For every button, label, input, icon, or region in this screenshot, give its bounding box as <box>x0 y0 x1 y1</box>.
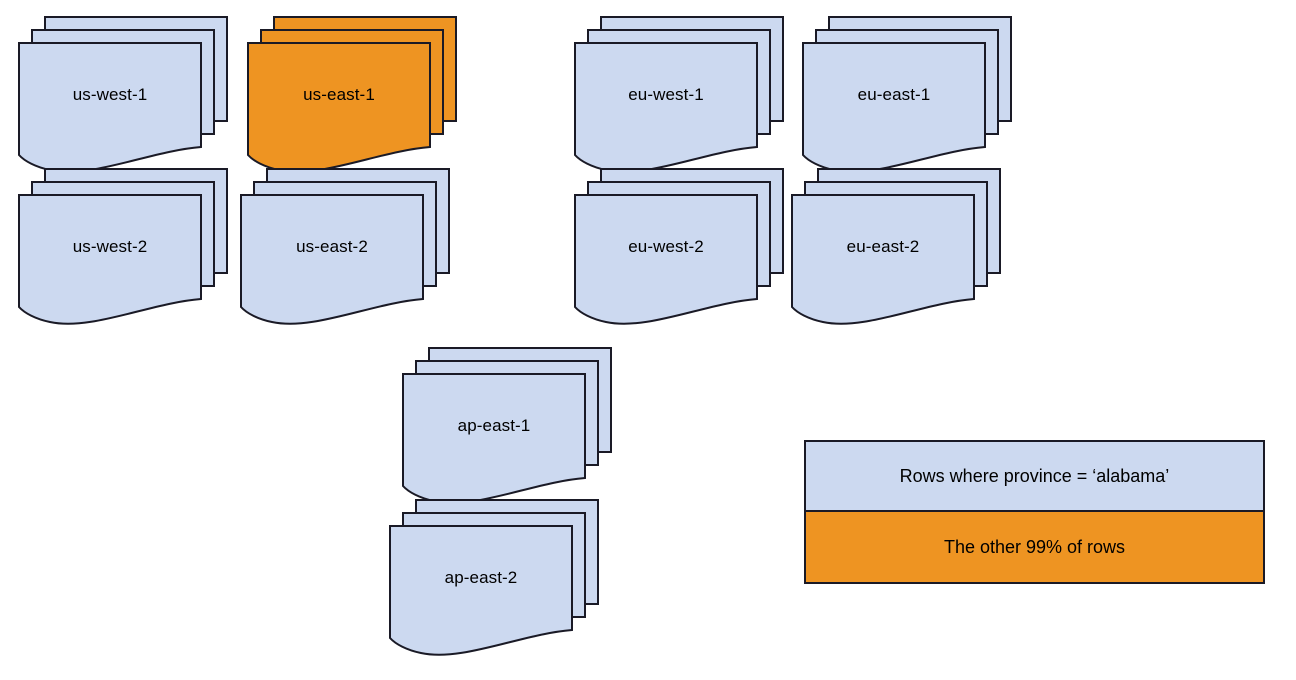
doc-stack-shape-eu-east-1 <box>802 16 1012 173</box>
doc-sheet-front <box>802 42 986 173</box>
doc-stack-shape-eu-east-2 <box>791 168 1001 325</box>
doc-stack-eu-east-2[interactable]: eu-east-2 <box>791 168 1012 329</box>
legend: Rows where province = ‘alabama’ The other… <box>804 440 1265 584</box>
doc-stack-shape-us-east-2 <box>240 168 450 325</box>
doc-sheet-front <box>574 42 758 173</box>
doc-stack-eu-west-1[interactable]: eu-west-1 <box>574 16 795 177</box>
doc-sheet-front <box>791 194 975 325</box>
doc-stack-ap-east-1[interactable]: ap-east-1 <box>402 347 623 508</box>
doc-stack-shape-us-west-2 <box>18 168 228 325</box>
legend-label-legend-blue: Rows where province = ‘alabama’ <box>899 465 1170 486</box>
doc-stack-us-west-2[interactable]: us-west-2 <box>18 168 239 329</box>
doc-stack-shape-ap-east-2 <box>389 499 599 656</box>
doc-stack-shape-ap-east-1 <box>402 347 612 504</box>
doc-stack-shape-us-east-1 <box>247 16 457 173</box>
legend-row-legend-blue: Rows where province = ‘alabama’ <box>806 442 1263 512</box>
doc-stack-us-east-2[interactable]: us-east-2 <box>240 168 461 329</box>
doc-stack-shape-eu-west-1 <box>574 16 784 173</box>
doc-stack-eu-east-1[interactable]: eu-east-1 <box>802 16 1023 177</box>
legend-label-legend-orange: The other 99% of rows <box>943 536 1126 557</box>
doc-sheet-front <box>18 42 202 173</box>
doc-stack-us-east-1[interactable]: us-east-1 <box>247 16 468 177</box>
doc-sheet-front <box>240 194 424 325</box>
doc-stack-eu-west-2[interactable]: eu-west-2 <box>574 168 795 329</box>
doc-sheet-front <box>402 373 586 504</box>
doc-sheet-front <box>247 42 431 173</box>
doc-stack-ap-east-2[interactable]: ap-east-2 <box>389 499 610 660</box>
doc-stack-us-west-1[interactable]: us-west-1 <box>18 16 239 177</box>
doc-stack-shape-eu-west-2 <box>574 168 784 325</box>
doc-sheet-front <box>574 194 758 325</box>
doc-sheet-front <box>389 525 573 656</box>
doc-sheet-front <box>18 194 202 325</box>
legend-row-legend-orange: The other 99% of rows <box>806 512 1263 582</box>
doc-stack-shape-us-west-1 <box>18 16 228 173</box>
